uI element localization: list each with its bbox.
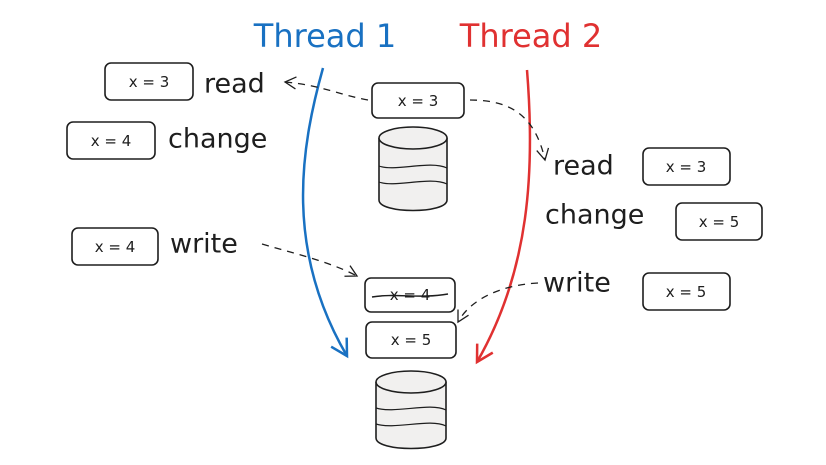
step-label: change	[545, 200, 644, 231]
thread1-title: Thread 1	[253, 17, 396, 55]
step-label: write	[543, 268, 611, 299]
database-icon	[375, 370, 447, 450]
value-box	[675, 202, 763, 241]
value-box	[642, 147, 731, 186]
value-text: x = 3	[129, 73, 170, 91]
db-overwritten-value: x = 4	[390, 286, 431, 304]
db-initial-value-box	[371, 82, 465, 119]
db-overwritten-value-box	[364, 277, 456, 313]
read-flow-arrow-thread2	[469, 99, 550, 162]
value-text: x = 5	[699, 213, 740, 231]
db-initial-value: x = 3	[398, 92, 439, 110]
step-label: read	[553, 151, 614, 182]
value-text: x = 3	[666, 158, 707, 176]
thread1-read-step: x = 3 read	[104, 62, 265, 101]
step-label: read	[204, 69, 265, 100]
step-label: change	[168, 124, 267, 155]
thread1-change-step: x = 4 change	[66, 121, 267, 160]
step-label: write	[170, 229, 238, 260]
thread2-write-step: write x = 5	[543, 268, 731, 311]
thread1-write-step: x = 4 write	[71, 227, 238, 266]
database-icon	[378, 126, 448, 212]
value-box	[104, 62, 194, 101]
value-text: x = 5	[666, 283, 707, 301]
thread1-timeline-arrow	[301, 67, 347, 356]
thread2-timeline-arrow	[477, 69, 532, 362]
write-flow-arrow-thread1	[261, 243, 359, 277]
value-text: x = 4	[95, 238, 136, 256]
value-box	[642, 272, 731, 311]
thread2-read-step: read x = 3	[553, 147, 731, 186]
thread2-change-step: change x = 5	[545, 200, 763, 241]
value-box	[66, 121, 156, 160]
read-flow-arrow-thread1	[283, 76, 369, 101]
db-final-value: x = 5	[391, 331, 432, 349]
value-box	[71, 227, 159, 266]
thread2-title: Thread 2	[459, 17, 602, 55]
db-final-value-box	[365, 321, 457, 359]
value-text: x = 4	[91, 132, 132, 150]
strikethrough-line	[371, 293, 449, 298]
